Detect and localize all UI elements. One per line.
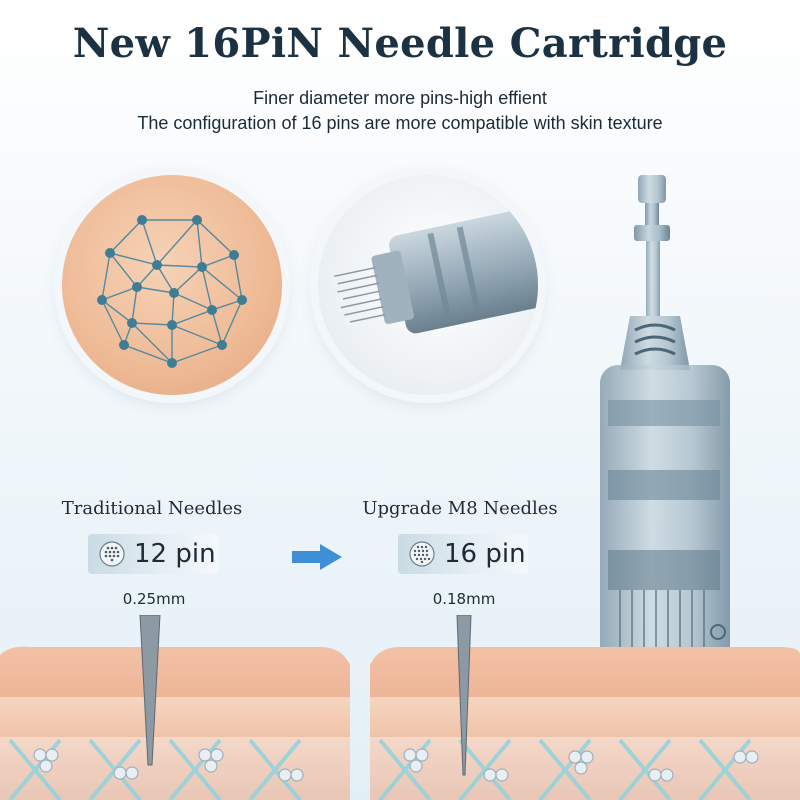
pin-pattern-icon [99, 541, 125, 567]
arrow-right-icon [292, 544, 342, 570]
skin-cross-section-diagram [0, 615, 800, 800]
skin-network-circle [62, 175, 282, 395]
traditional-pin-count: 12 pin [134, 539, 216, 569]
page-title: New 16PiN Needle Cartridge [72, 20, 728, 67]
skin-block-upgrade [370, 647, 800, 800]
skin-network-diagram [97, 215, 247, 368]
upgrade-needles-label: Upgrade M8 Needles [362, 498, 558, 519]
skin-block-traditional [0, 646, 350, 800]
traditional-pin-badge: 12 pin [88, 534, 218, 574]
upgrade-diameter: 0.18mm [432, 590, 496, 608]
upgrade-needle-icon [456, 615, 472, 776]
needle-cartridge-image [600, 175, 730, 675]
subtitle-line-2: The configuration of 16 pins are more co… [137, 113, 663, 133]
cartridge-closeup-circle [318, 175, 538, 395]
cartridge-closeup-image [333, 208, 538, 334]
subtitle-line-1: Finer diameter more pins-high effient [253, 88, 547, 108]
pin-pattern-icon [409, 541, 435, 567]
traditional-needles-label: Traditional Needles [61, 498, 243, 519]
traditional-needle-icon [139, 615, 161, 766]
upgrade-pin-count: 16 pin [444, 539, 526, 569]
traditional-diameter: 0.25mm [122, 590, 186, 608]
upgrade-pin-badge: 16 pin [398, 534, 528, 574]
